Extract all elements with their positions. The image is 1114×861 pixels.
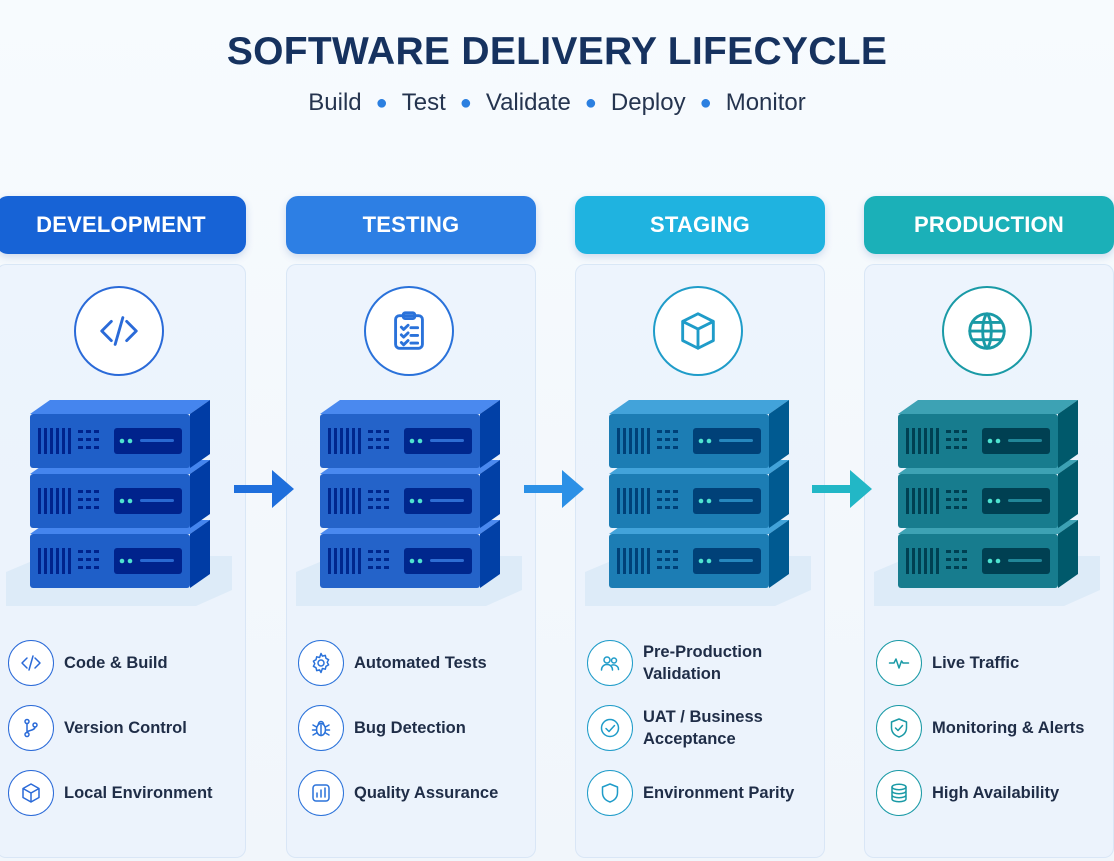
- feature-label: Local Environment: [64, 784, 213, 802]
- feature-item: Live Traffic: [876, 640, 1104, 686]
- bug-icon: [298, 705, 344, 751]
- stage-header-testing: TESTING: [286, 196, 536, 254]
- clipboard-icon: [364, 286, 454, 376]
- feature-item: Code & Build: [8, 640, 236, 686]
- step-build: Build: [308, 89, 362, 116]
- feature-label: Code & Build: [64, 654, 168, 672]
- users-icon: [587, 640, 633, 686]
- server-stack-icon: [290, 394, 526, 620]
- feature-label: Live Traffic: [932, 654, 1020, 672]
- feature-label: Quality Assurance: [354, 784, 499, 802]
- arrow-right-icon: [228, 458, 298, 520]
- feature-label: UAT / Business Acceptance: [643, 708, 763, 748]
- feature-label: Automated Tests: [354, 654, 487, 672]
- server-stack-icon: [868, 394, 1104, 620]
- globe-icon: [942, 286, 1032, 376]
- branch-icon: [8, 705, 54, 751]
- database-icon: [876, 770, 922, 816]
- feature-item: Automated Tests: [298, 640, 526, 686]
- code-icon: [8, 640, 54, 686]
- arrow-right-icon: [806, 458, 876, 520]
- stage-header-development: DEVELOPMENT: [0, 196, 246, 254]
- bar-chart-icon: [298, 770, 344, 816]
- feature-item: High Availability: [876, 770, 1104, 816]
- feature-item: UAT / Business Acceptance: [587, 705, 815, 751]
- server-stack-icon: [0, 394, 236, 620]
- feature-label: Version Control: [64, 719, 187, 737]
- feature-label: Environment Parity: [643, 784, 795, 802]
- stage-header-production: PRODUCTION: [864, 196, 1114, 254]
- step-validate: Validate: [485, 89, 571, 116]
- feature-label: High Availability: [932, 784, 1060, 802]
- feature-item: Local Environment: [8, 770, 236, 816]
- step-monitor: Monitor: [725, 89, 806, 116]
- stage-development: DEVELOPMENT Code & Build Version Control…: [0, 196, 246, 858]
- shield-check-icon: [876, 705, 922, 751]
- check-circle-icon: [587, 705, 633, 751]
- bullet-separator: ●: [584, 91, 597, 114]
- server-stack-icon: [579, 394, 815, 620]
- feature-label: Pre-Production Validation: [643, 643, 763, 683]
- feature-label: Monitoring & Alerts: [932, 719, 1085, 737]
- stage-staging: STAGING Pre-Production Validation UAT / …: [575, 196, 825, 858]
- cube-icon: [8, 770, 54, 816]
- feature-item: Environment Parity: [587, 770, 815, 816]
- feature-label: Bug Detection: [354, 719, 466, 737]
- bullet-separator: ●: [459, 91, 472, 114]
- feature-item: Pre-Production Validation: [587, 640, 815, 686]
- feature-item: Version Control: [8, 705, 236, 751]
- bullet-separator: ●: [375, 91, 388, 114]
- feature-item: Quality Assurance: [298, 770, 526, 816]
- step-deploy: Deploy: [610, 89, 686, 116]
- gear-icon: [298, 640, 344, 686]
- stage-testing: TESTING Automated Tests Bug Detection Qu…: [286, 196, 536, 858]
- subtitle-steps: Build ● Test ● Validate ● Deploy ● Monit…: [0, 89, 1114, 117]
- step-test: Test: [401, 89, 446, 116]
- bullet-separator: ●: [699, 91, 712, 114]
- stage-production: PRODUCTION Live Traffic Monitoring & Ale…: [864, 196, 1114, 858]
- shield-icon: [587, 770, 633, 816]
- stage-header-staging: STAGING: [575, 196, 825, 254]
- page-title: SOFTWARE DELIVERY LIFECYCLE: [226, 30, 888, 73]
- arrow-right-icon: [518, 458, 588, 520]
- code-icon: [74, 286, 164, 376]
- feature-item: Bug Detection: [298, 705, 526, 751]
- pulse-icon: [876, 640, 922, 686]
- box-icon: [653, 286, 743, 376]
- feature-item: Monitoring & Alerts: [876, 705, 1104, 751]
